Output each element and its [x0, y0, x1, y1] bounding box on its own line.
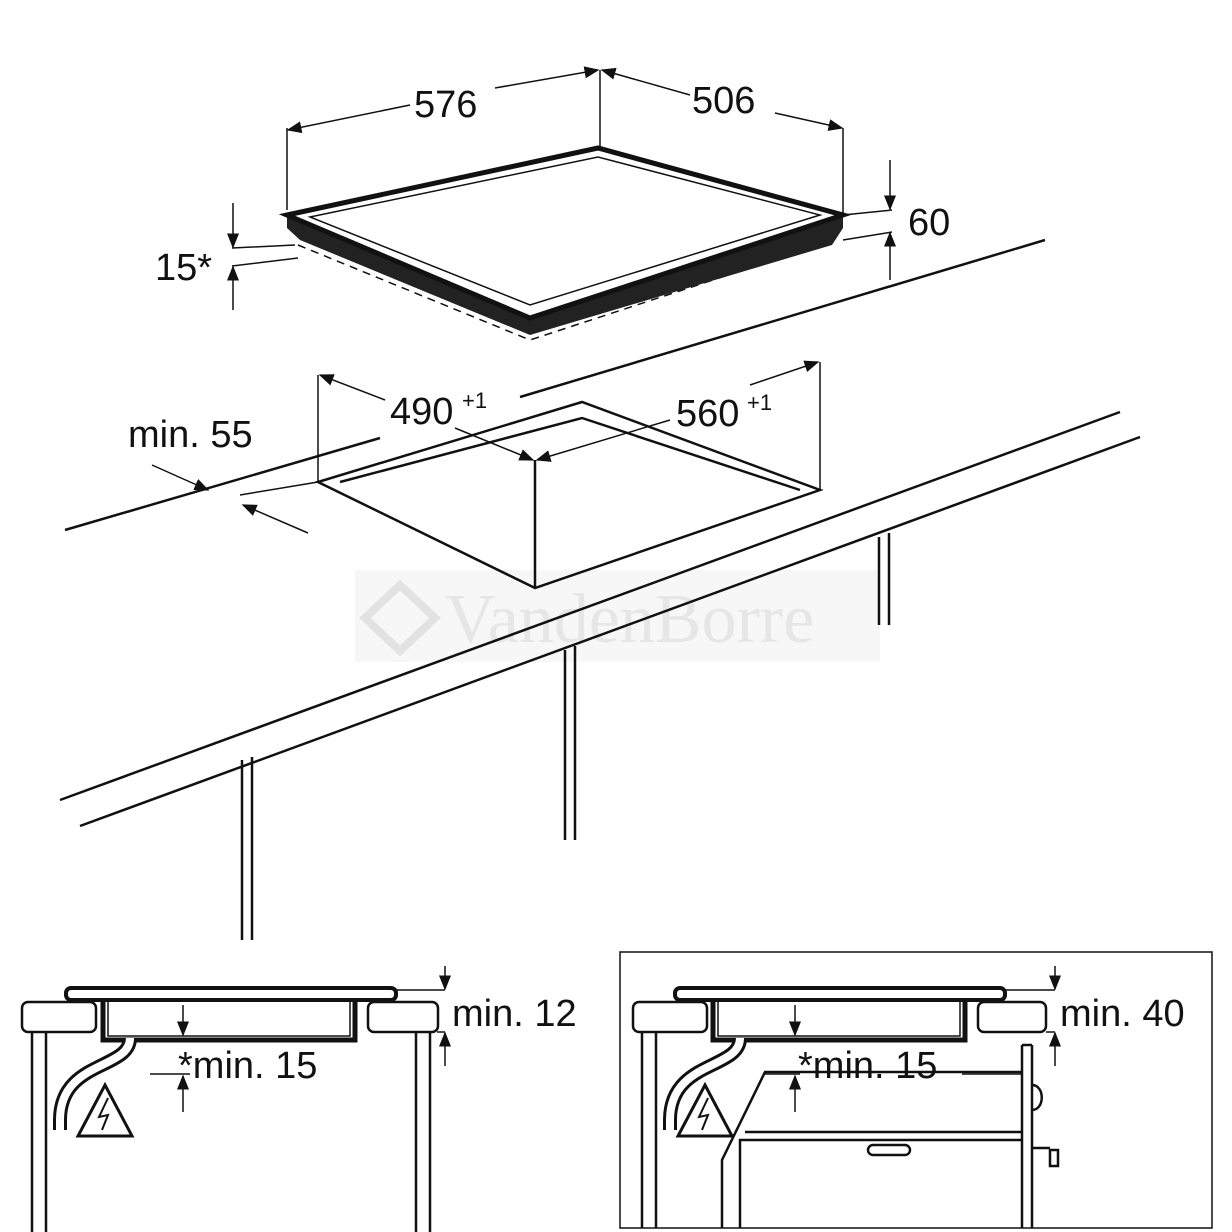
- dim-min-40: min. 40: [1060, 993, 1185, 1035]
- watermark: VandenBorre: [355, 570, 880, 662]
- dim-min-55: min. 55: [128, 414, 253, 456]
- dim-height-60: 60: [908, 202, 950, 244]
- dim-width-576: 576: [414, 84, 477, 126]
- hob-illustration: [278, 145, 852, 341]
- dim-min-15-left: *min. 15: [178, 1045, 317, 1087]
- dim-cutout-490-tol: +1: [462, 388, 487, 413]
- detail-left: min. 12 *min. 15: [20, 966, 577, 1232]
- detail-right: min. 40 *min. 15: [619, 951, 1213, 1229]
- dim-depth-506: 506: [692, 80, 755, 122]
- dim-cutout-560-tol: +1: [747, 390, 772, 415]
- dim-min-12: min. 12: [452, 993, 577, 1035]
- watermark-text: VandenBorre: [445, 581, 814, 658]
- dim-min-15-right: *min. 15: [798, 1045, 937, 1087]
- dim-cutout-490: 490: [390, 391, 453, 433]
- electric-hazard-icon: [75, 1081, 135, 1138]
- hob-dimensions: 576 506 60 15*: [155, 66, 950, 310]
- countertop-illustration: [59, 238, 1141, 940]
- dim-cutout-560: 560: [676, 393, 739, 435]
- dim-frame-15: 15*: [155, 247, 212, 289]
- cutout-dimensions: 490 +1 560 +1 min. 55: [128, 360, 820, 534]
